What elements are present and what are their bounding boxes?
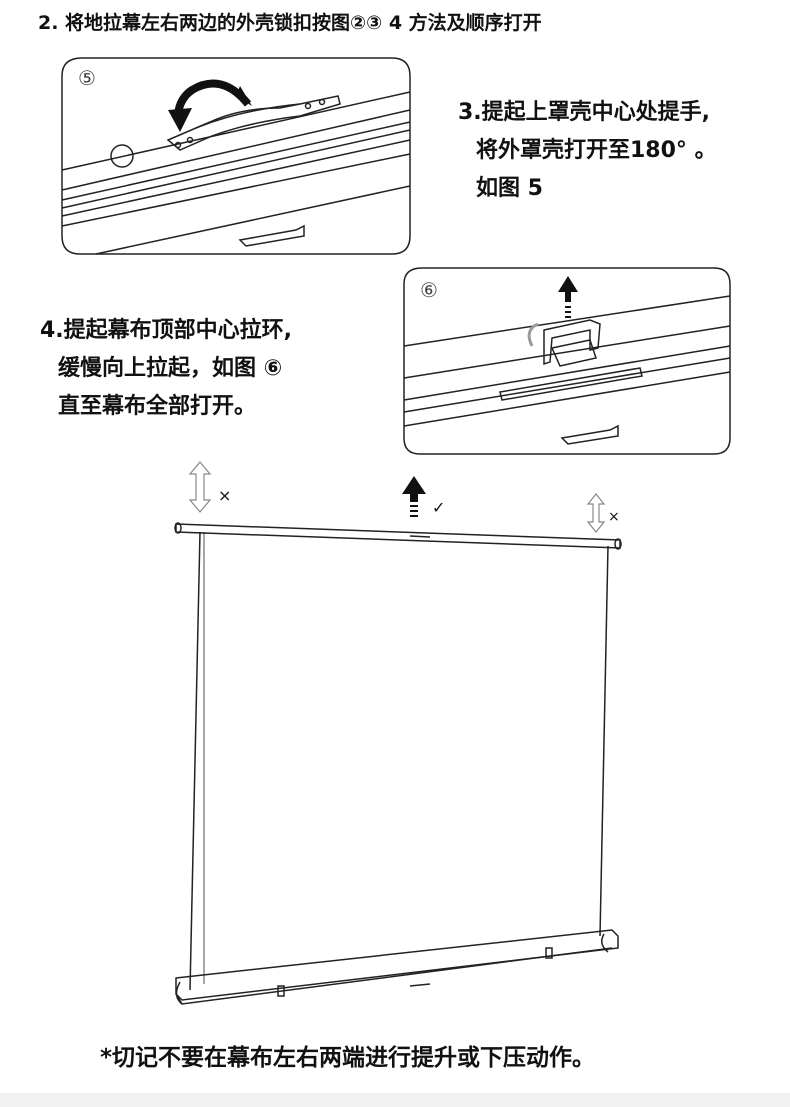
figure-6-label: ⑥ — [420, 278, 438, 302]
step-4-instruction: 4.提起幕布顶部中心拉环, 缓慢向上拉起，如图 ⑥ 直至幕布全部打开。 — [40, 312, 292, 426]
step-3-line-2: 将外罩壳打开至180° 。 — [476, 138, 717, 163]
step-4-line-2: 缓慢向上拉起，如图 ⑥ — [58, 356, 283, 381]
bottom-strip — [0, 1093, 790, 1107]
step-3-line-3: 如图 5 — [476, 176, 543, 201]
step-2-instruction: 2. 将地拉幕左右两边的外壳锁扣按图②③ 4 方法及顺序打开 — [38, 12, 542, 34]
wrong-mark-left: × — [218, 486, 232, 505]
step-4-line-3: 直至幕布全部打开。 — [58, 394, 257, 419]
step-3-instruction: 3.提起上罩壳中心处提手, 将外罩壳打开至180° 。 如图 5 — [458, 94, 717, 208]
figure-5-label: ⑤ — [78, 66, 96, 90]
right-mark-center: ✓ — [432, 498, 446, 517]
step-4-line-1: 4.提起幕布顶部中心拉环, — [40, 318, 293, 343]
wrong-mark-right: × — [608, 509, 620, 525]
step-3-line-1: 3.提起上罩壳中心处提手, — [458, 100, 711, 125]
warning-note: *切记不要在幕布左右两端进行提升或下压动作。 — [100, 1045, 596, 1071]
